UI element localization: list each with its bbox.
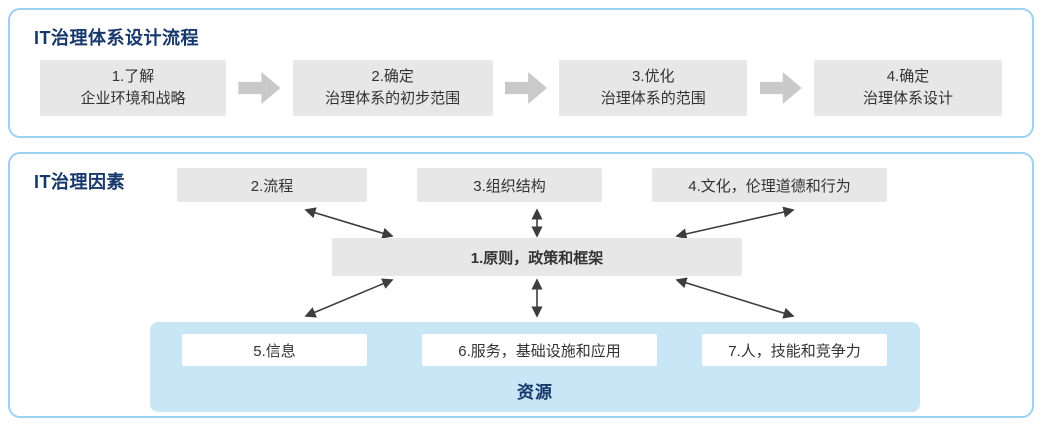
factor-principles-policies: 1.原则，政策和框架 (332, 238, 742, 276)
process-step-1-line1: 1.了解 (111, 67, 155, 85)
factors-panel-title: IT治理因素 (34, 172, 125, 192)
factor-culture-ethics: 4.文化，伦理道德和行为 (652, 168, 887, 202)
resource-services-infrastructure: 6.服务，基础设施和应用 (422, 334, 657, 366)
process-step-2: 2.确定 治理体系的初步范围 (292, 60, 493, 116)
connector-center-to-people (675, 277, 795, 319)
process-step-3-line2: 治理体系的范围 (600, 90, 706, 107)
connector-center-to-processes (304, 207, 394, 239)
connector-center-to-culture (675, 206, 795, 240)
process-step-4-line1: 4.确定 (886, 67, 930, 85)
process-step-2-line1: 2.确定 (371, 67, 414, 85)
process-step-3-line1: 3.优化 (632, 67, 675, 85)
process-step-4-line2: 治理体系设计 (862, 90, 953, 107)
arrow-right-icon (238, 72, 281, 104)
resource-information: 5.信息 (182, 334, 367, 366)
process-flow: 1.了解 企业环境和战略 2.确定 治理体系的初步范围 3.优化 治理体系的范围… (40, 60, 1002, 116)
resource-people-skills: 7.人，技能和竞争力 (702, 334, 887, 366)
resources-container: 5.信息 6.服务，基础设施和应用 7.人，技能和竞争力 资源 (150, 322, 920, 412)
connector-center-to-information (304, 278, 394, 318)
arrow-right-icon (759, 72, 802, 104)
process-panel: IT治理体系设计流程 1.了解 企业环境和战略 2.确定 治理体系的初步范围 3… (8, 8, 1034, 138)
arrow-right-icon (504, 72, 547, 104)
process-step-3: 3.优化 治理体系的范围 (559, 60, 748, 116)
process-panel-title: IT治理体系设计流程 (34, 28, 199, 48)
factors-panel: IT治理因素 2.流程 3.组织结构 4.文化，伦理道德和行为 1.原则，政策和… (8, 152, 1034, 418)
process-step-2-line2: 治理体系的初步范围 (325, 90, 461, 107)
resources-label: 资源 (517, 383, 553, 402)
process-step-4: 4.确定 治理体系设计 (813, 60, 1002, 116)
process-step-1: 1.了解 企业环境和战略 (40, 60, 226, 116)
process-step-1-line2: 企业环境和战略 (80, 90, 186, 107)
factor-processes: 2.流程 (177, 168, 367, 202)
factor-org-structure: 3.组织结构 (417, 168, 602, 202)
